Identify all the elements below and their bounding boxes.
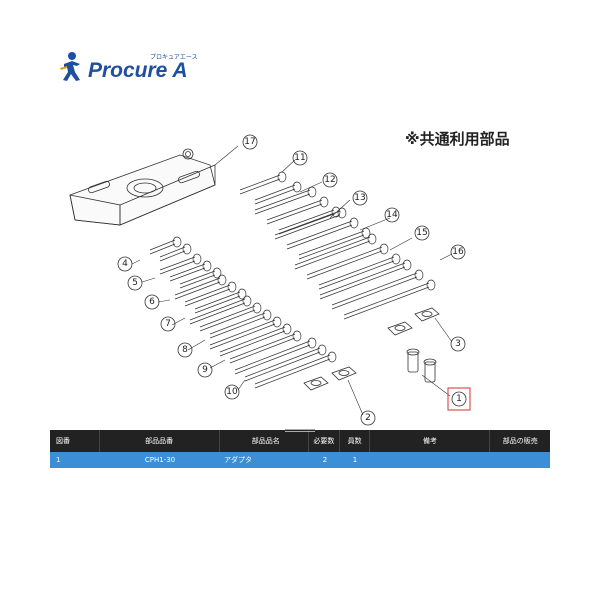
- table-header: 図番 部品品番 部品品名 必要数 員数 備考 部品の販売: [50, 430, 550, 452]
- logo-wordmark: Procure A: [88, 59, 188, 82]
- header-part-number[interactable]: 部品品番: [100, 430, 220, 452]
- screws-right-group: [239, 171, 436, 320]
- callout-8: 8: [182, 345, 188, 355]
- running-figure-icon: [60, 52, 80, 81]
- table-resize-grip[interactable]: [285, 428, 315, 432]
- callout-4: 4: [122, 259, 128, 269]
- cell-quantity: 1: [352, 456, 358, 464]
- header-quantity[interactable]: 員数: [340, 430, 371, 452]
- header-remarks[interactable]: 備考: [370, 430, 491, 452]
- parts-diagram: 17 11 12 13 14 15 16 4 5 6 7 8 9 10 3 2 …: [60, 130, 540, 430]
- procure-a-logo[interactable]: Procure A プロキュアエース: [58, 50, 208, 86]
- callout-9: 9: [202, 365, 208, 375]
- callout-3: 3: [455, 339, 461, 349]
- callout-1: 1: [456, 394, 462, 404]
- parts-table: 図番 部品品番 部品品名 必要数 員数 備考 部品の販売 1 CPH1-30 ア…: [50, 428, 550, 468]
- adapters-part-1: [406, 348, 437, 383]
- callout-2: 2: [365, 413, 371, 423]
- logo-graphic: Procure A プロキュアエース: [60, 52, 198, 82]
- callout-13: 13: [354, 193, 365, 203]
- callout-circles: [117, 134, 466, 426]
- cell-remarks: [370, 452, 490, 468]
- callout-14: 14: [386, 210, 398, 220]
- header-no[interactable]: 図番: [50, 430, 100, 452]
- leader-lines: [131, 145, 453, 416]
- header-required-qty[interactable]: 必要数: [309, 430, 340, 452]
- part-17-block: [69, 148, 216, 226]
- callout-1-highlight: [447, 387, 471, 411]
- cell-no: 1: [56, 456, 61, 464]
- parts-diagram-svg: 17 11 12 13 14 15 16 4 5 6 7 8 9 10 3 2 …: [69, 134, 471, 426]
- cell-part-number: CPH1-30: [144, 456, 176, 464]
- callout-15: 15: [416, 228, 427, 238]
- callout-10: 10: [226, 387, 238, 397]
- header-sale[interactable]: 部品の販売: [502, 437, 538, 445]
- cell-required-qty: 2: [322, 456, 328, 464]
- callout-12: 12: [324, 175, 335, 185]
- callout-16: 16: [452, 247, 464, 257]
- common-parts-note: ※共通利用部品: [405, 130, 510, 148]
- callout-6: 6: [149, 297, 155, 307]
- screws-left-group: [149, 236, 337, 389]
- logo-kana: プロキュアエース: [150, 54, 198, 61]
- callout-7: 7: [165, 319, 171, 329]
- washers-part-3: [387, 307, 440, 336]
- washers-part-2: [303, 366, 357, 391]
- callout-5: 5: [132, 278, 138, 288]
- table-row[interactable]: 1 CPH1-30 アダプタ 2 1: [50, 452, 550, 468]
- cell-sale: [490, 452, 550, 468]
- callout-11: 11: [294, 153, 305, 163]
- header-part-name[interactable]: 部品品名: [220, 430, 309, 452]
- callout-17: 17: [244, 137, 255, 147]
- callout-numbers: 17 11 12 13 14 15 16 4 5 6 7 8 9 10 3 2 …: [122, 137, 464, 423]
- cell-part-name: アダプタ: [224, 456, 252, 464]
